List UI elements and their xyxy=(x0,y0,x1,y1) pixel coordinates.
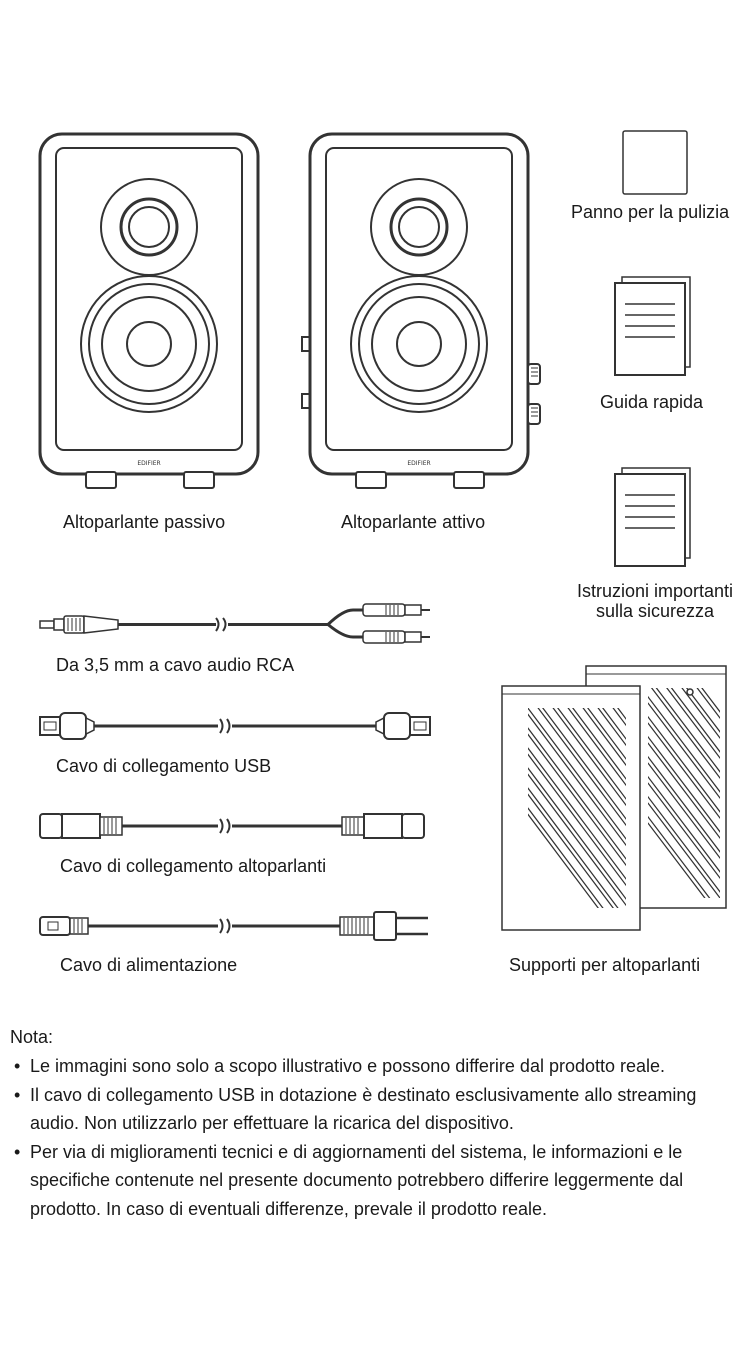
usb-cable-illustration xyxy=(39,712,431,740)
rca-cable-label: Da 3,5 mm a cavo audio RCA xyxy=(56,655,295,675)
power-cable-label: Cavo di alimentazione xyxy=(60,955,238,975)
quick-guide-icon xyxy=(614,276,691,376)
note-item: Le immagini sono solo a scopo illustrati… xyxy=(14,1052,744,1081)
safety-instructions-icon xyxy=(614,467,691,567)
speaker-stands-label: Supporti per altoparlanti xyxy=(509,955,701,975)
active-speaker-label: Altoparlante attivo xyxy=(341,512,486,532)
rca-cable-illustration xyxy=(39,603,430,644)
cleaning-cloth-icon xyxy=(622,130,688,195)
note-list: Le immagini sono solo a scopo illustrati… xyxy=(14,1052,744,1223)
note-title: Nota: xyxy=(10,1027,54,1047)
cleaning-cloth-label: Panno per la pulizia xyxy=(571,202,730,222)
active-speaker-illustration: EDIFIER xyxy=(301,132,541,489)
speaker-cable-label: Cavo di collegamento altoparlanti xyxy=(60,856,327,876)
quick-guide-label: Guida rapida xyxy=(600,392,704,412)
note-item: Il cavo di collegamento USB in dotazione… xyxy=(14,1081,744,1138)
usb-cable-label: Cavo di collegamento USB xyxy=(56,756,272,776)
speaker-stands-illustration xyxy=(501,665,727,931)
passive-speaker-illustration: EDIFIER xyxy=(38,132,260,489)
passive-speaker-label: Altoparlante passivo xyxy=(63,512,226,532)
power-cable-illustration xyxy=(39,911,428,941)
passive-speaker-brand: EDIFIER xyxy=(137,460,160,467)
note-item: Per via di miglioramenti tecnici e di ag… xyxy=(14,1138,744,1224)
active-speaker-brand: EDIFIER xyxy=(407,460,430,467)
safety-instructions-label: Istruzioni importanti sulla sicurezza xyxy=(576,581,734,621)
speaker-cable-illustration xyxy=(39,813,425,839)
